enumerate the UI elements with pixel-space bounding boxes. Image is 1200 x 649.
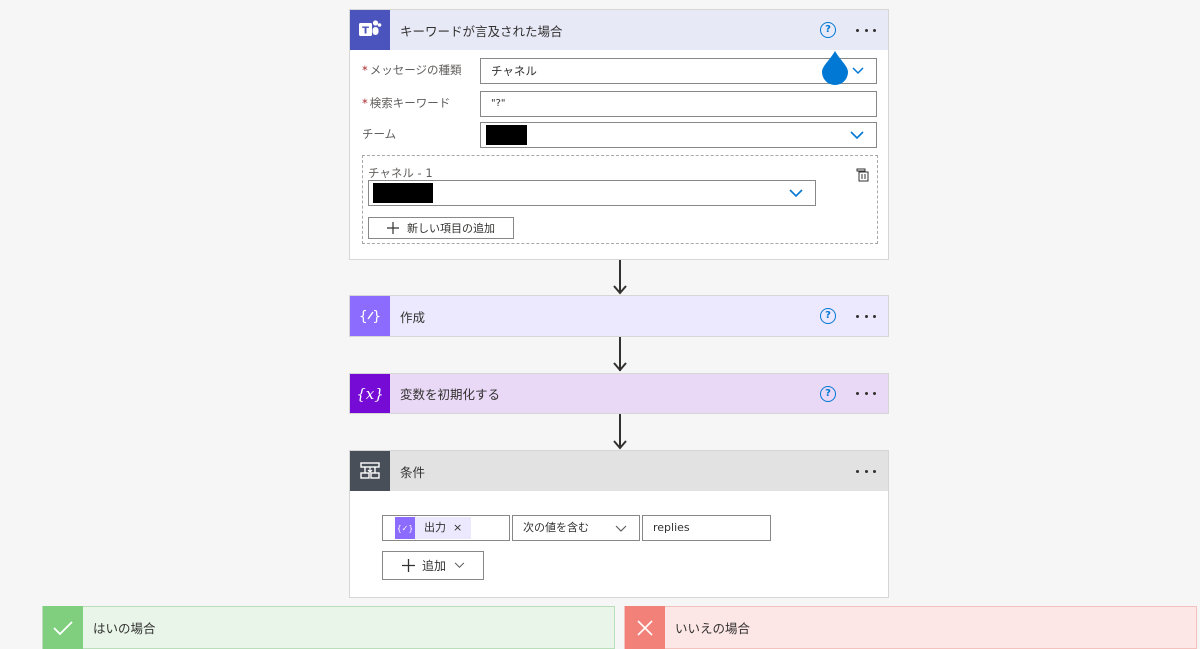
arrow-down-icon — [613, 362, 627, 372]
plus-icon — [402, 559, 415, 572]
init-variable-title: 変数を初期化する — [400, 387, 501, 402]
channel-group: チャネル - 1 新しい項目の追加 — [362, 155, 878, 244]
svg-text:{x}: {x} — [356, 385, 384, 403]
trigger-header[interactable]: T キーワードが言及された場合 ? — [350, 10, 888, 50]
more-options-icon[interactable] — [856, 469, 876, 473]
team-dropdown[interactable] — [480, 122, 877, 148]
more-options-icon[interactable] — [856, 314, 876, 318]
redacted-value — [373, 183, 433, 203]
chevron-down-icon — [789, 189, 803, 198]
cursor-drop-icon — [822, 51, 848, 85]
condition-operator-dropdown[interactable]: 次の値を含む — [512, 515, 640, 541]
add-condition-label: 追加 — [422, 559, 447, 573]
add-new-item-label: 新しい項目の追加 — [407, 222, 495, 235]
compose-token-icon: {✓} — [395, 517, 415, 539]
connector-line — [619, 414, 621, 448]
connector-line — [619, 260, 621, 293]
help-icon[interactable]: ? — [820, 22, 836, 38]
condition-right-operand[interactable]: replies — [642, 515, 771, 541]
help-icon[interactable]: ? — [820, 308, 836, 324]
condition-card: 条件 {✓} 出力 × 次の値を含む replies 追加 — [349, 450, 889, 598]
compose-card[interactable]: { } 作成 ? — [349, 295, 889, 337]
chevron-down-icon — [615, 525, 627, 532]
condition-left-operand[interactable]: {✓} 出力 × — [382, 515, 510, 541]
help-icon[interactable]: ? — [820, 385, 836, 402]
remove-token-icon[interactable]: × — [453, 521, 463, 534]
compose-icon: { } — [350, 296, 390, 336]
required-mark: * — [362, 63, 368, 77]
chevron-down-icon — [850, 131, 864, 140]
message-type-dropdown[interactable]: チャネル — [480, 58, 877, 84]
trigger-card: T キーワードが言及された場合 ? *メッセージの種類 チャネル *検索キーワー… — [349, 9, 889, 260]
output-token: {✓} 出力 × — [395, 517, 471, 539]
teams-icon: T — [350, 10, 390, 50]
arrow-down-icon — [613, 285, 627, 295]
keyword-label: *検索キーワード — [362, 96, 451, 110]
yes-branch[interactable]: はいの場合 — [42, 606, 615, 649]
chevron-down-icon — [852, 67, 864, 75]
add-condition-button[interactable]: 追加 — [382, 551, 484, 580]
condition-header[interactable]: 条件 — [350, 451, 888, 491]
no-branch[interactable]: いいえの場合 — [624, 606, 1197, 649]
yes-branch-title: はいの場合 — [93, 621, 156, 636]
close-icon — [625, 606, 665, 649]
svg-text:{✓}: {✓} — [398, 524, 412, 533]
channel-dropdown[interactable] — [368, 180, 816, 206]
svg-text:T: T — [362, 26, 369, 37]
trigger-title: キーワードが言及された場合 — [400, 23, 563, 39]
message-type-label: *メッセージの種類 — [362, 63, 462, 77]
init-variable-header: {x} 変数を初期化する ? — [350, 374, 888, 413]
connector-line — [619, 337, 621, 371]
more-options-icon[interactable] — [856, 28, 876, 32]
compose-header: { } 作成 ? — [350, 296, 888, 336]
output-token-label: 出力 — [424, 521, 446, 534]
compose-title: 作成 — [400, 309, 426, 325]
keyword-input[interactable]: "?" — [480, 91, 877, 117]
channel-label: チャネル - 1 — [368, 166, 433, 180]
team-label: チーム — [362, 127, 397, 141]
variable-icon: {x} — [350, 374, 390, 413]
condition-title: 条件 — [400, 464, 426, 480]
condition-icon — [350, 451, 390, 491]
init-variable-card[interactable]: {x} 変数を初期化する ? — [349, 373, 889, 414]
checkmark-icon — [43, 606, 83, 649]
arrow-down-icon — [613, 440, 627, 450]
more-options-icon[interactable] — [856, 392, 876, 395]
chevron-down-icon — [454, 562, 465, 568]
delete-icon[interactable] — [856, 168, 870, 182]
no-branch-title: いいえの場合 — [675, 621, 751, 636]
add-new-item-button[interactable]: 新しい項目の追加 — [368, 217, 514, 239]
redacted-value — [486, 125, 527, 145]
plus-icon — [387, 222, 399, 234]
